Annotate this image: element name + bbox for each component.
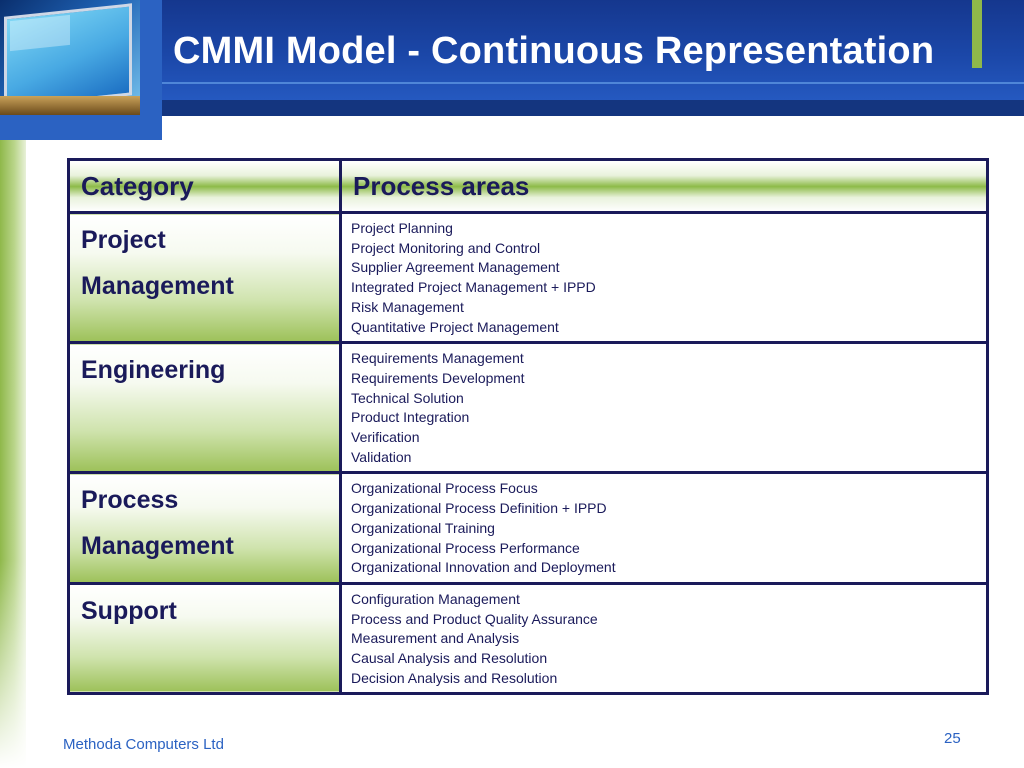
process-area-item: Organizational Process Definition + IPPD <box>351 500 607 517</box>
process-area-item: Configuration Management <box>351 590 520 607</box>
category-line: Management <box>81 532 234 561</box>
category-cell: Engineering <box>67 341 342 475</box>
process-area-item: Process and Product Quality Assurance <box>351 610 598 627</box>
category-cell: Process Management <box>67 471 342 585</box>
process-area-item: Organizational Process Focus <box>351 480 538 497</box>
process-area-item: Organizational Training <box>351 519 495 536</box>
process-area-item: Project Planning <box>351 220 453 236</box>
process-area-list: Configuration Management Process and Pro… <box>342 585 986 693</box>
table-header-row: Category Process areas <box>67 158 989 214</box>
process-areas-cell: Requirements Management Requirements Dev… <box>339 341 989 475</box>
process-areas-cell: Organizational Process Focus Organizatio… <box>339 471 989 585</box>
title-bar-lower <box>162 100 1024 116</box>
table-row: Support Configuration Management Process… <box>67 581 989 696</box>
page-number: 25 <box>944 730 961 747</box>
process-area-item: Organizational Process Performance <box>351 539 580 556</box>
process-area-item: Requirements Management <box>351 350 524 367</box>
category-line: Engineering <box>81 356 226 385</box>
table-row: Process Management Organizational Proces… <box>67 471 989 585</box>
process-area-item: Technical Solution <box>351 389 464 406</box>
category-header: Category <box>67 158 342 214</box>
monitor-glare <box>10 14 70 52</box>
process-area-item: Requirements Development <box>351 369 525 386</box>
process-area-list: Project Planning Project Monitoring and … <box>342 214 986 341</box>
process-area-item: Verification <box>351 429 420 446</box>
process-area-item: Causal Analysis and Resolution <box>351 650 548 667</box>
category-label: Process Management <box>70 464 339 569</box>
process-area-item: Measurement and Analysis <box>351 630 520 647</box>
process-area-item: Risk Management <box>351 298 464 315</box>
process-areas-cell: Project Planning Project Monitoring and … <box>339 210 989 345</box>
title-accent-bar <box>972 0 982 68</box>
process-area-item: Project Monitoring and Control <box>351 239 541 256</box>
process-areas-header: Process areas <box>339 158 989 214</box>
title-bar-line <box>162 82 1024 84</box>
category-cell: Project Management <box>67 210 342 345</box>
left-strip-fade <box>0 560 26 768</box>
process-area-item: Integrated Project Management + IPPD <box>351 279 596 296</box>
category-cell: Support <box>67 581 342 696</box>
slide-title: CMMI Model - Continuous Representation <box>173 30 935 72</box>
table-row: Engineering Requirements Management Requ… <box>67 341 989 475</box>
process-area-list: Requirements Management Requirements Dev… <box>342 344 986 471</box>
footer-company-name: Methoda Computers Ltd <box>63 736 224 753</box>
category-label: Support <box>70 575 339 634</box>
category-line: Process <box>81 486 179 515</box>
category-line: Management <box>81 272 234 300</box>
process-area-item: Organizational Innovation and Deployment <box>351 559 616 576</box>
process-area-item: Product Integration <box>351 409 470 426</box>
category-label: Engineering <box>70 334 339 393</box>
category-label: Project Management <box>70 204 339 309</box>
process-area-item: Supplier Agreement Management <box>351 259 560 276</box>
process-area-item: Decision Analysis and Resolution <box>351 669 558 686</box>
process-area-list: Organizational Process Focus Organizatio… <box>342 474 986 582</box>
table-row: Project Management Project Planning Proj… <box>67 210 989 345</box>
process-area-item: Quantitative Project Management <box>351 318 559 335</box>
computer-monitor-icon <box>0 0 140 115</box>
process-areas-table: Category Process areas Project Managemen… <box>67 158 989 696</box>
category-line: Support <box>81 596 177 625</box>
process-area-item: Validation <box>351 448 412 465</box>
process-areas-cell: Configuration Management Process and Pro… <box>339 581 989 696</box>
category-line: Project <box>81 226 166 254</box>
monitor-base <box>0 96 140 115</box>
